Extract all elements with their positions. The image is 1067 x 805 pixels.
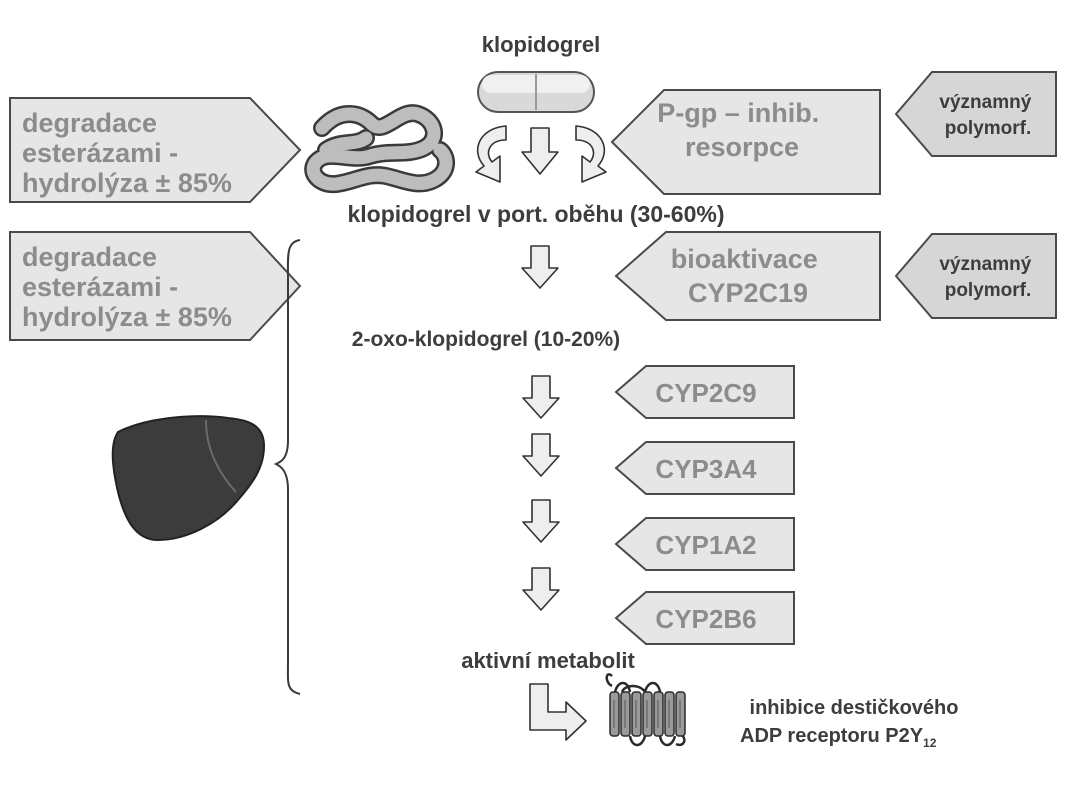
svg-text:bioaktivace CYP2C19: bioaktivace CYP2C19: [671, 244, 826, 308]
svg-text:CYP2C9: CYP2C9: [655, 378, 756, 408]
svg-text:P-gp – inhib. resorpce: P-gp – inhib. resorpce: [657, 98, 827, 162]
down-arrow-icon: [522, 375, 560, 419]
oxo-metabolite-label: 2-oxo-klopidogrel (10-20%): [352, 328, 620, 351]
pill-icon: [477, 71, 595, 113]
down-arrow-icon: [522, 433, 560, 477]
polymorphism-box-1: významný polymorf.: [894, 71, 1057, 157]
svg-text:významný polymorf.: významný polymorf.: [939, 92, 1036, 139]
degradation-box-2: degradace esterázami - hydrolýza ± 85%: [9, 231, 302, 341]
drug-title: klopidogrel: [482, 32, 601, 57]
portal-circulation-label: klopidogrel v port. oběhu (30-60%): [348, 201, 725, 227]
svg-text:CYP2B6: CYP2B6: [655, 604, 756, 634]
polymorphism-box-2: významný polymorf.: [894, 233, 1057, 319]
liver-brace: [273, 239, 301, 695]
pgp-inhibition-box: P-gp – inhib. resorpce: [610, 89, 881, 195]
svg-text:degradace esterázami -: degradace esterázami - hydrolýza ± 85%: [22, 242, 232, 332]
outcome-label: inhibice destičkového ADP receptoru P2Y1…: [740, 697, 958, 750]
down-arrow-icon: [522, 567, 560, 611]
bent-arrow-icon: [529, 683, 587, 741]
svg-text:inhibice destičkového: inhibice destičkového: [750, 697, 959, 719]
curved-arrow-right-icon: [575, 125, 607, 183]
liver-icon: [111, 415, 266, 542]
enzyme-box-cyp1a2: CYP1A2: [614, 517, 795, 571]
curved-arrow-left-icon: [475, 125, 507, 183]
svg-text:CYP3A4: CYP3A4: [655, 454, 757, 484]
degradation-box-1: degradace esterázami - hydrolýza ± 85%: [9, 97, 302, 203]
svg-text:CYP1A2: CYP1A2: [655, 530, 756, 560]
svg-text:ADP receptoru P2Y12: ADP receptoru P2Y12: [740, 725, 937, 750]
intestine-icon: [304, 104, 455, 194]
enzyme-box-cyp3a4: CYP3A4: [614, 441, 795, 495]
down-arrow-icon: [521, 127, 559, 175]
down-arrow-icon: [522, 499, 560, 543]
enzyme-box-cyp2c9: CYP2C9: [614, 365, 795, 419]
receptor-icon: [605, 673, 686, 747]
down-arrow-icon: [521, 245, 559, 289]
active-metabolite-label: aktivní metabolit: [461, 648, 635, 673]
enzyme-box-cyp2b6: CYP2B6: [614, 591, 795, 645]
bioactivation-box: bioaktivace CYP2C19: [614, 231, 881, 321]
svg-text:významný polymorf.: významný polymorf.: [939, 254, 1036, 301]
svg-text:degradace esterázami -: degradace esterázami - hydrolýza ± 85%: [22, 108, 232, 198]
